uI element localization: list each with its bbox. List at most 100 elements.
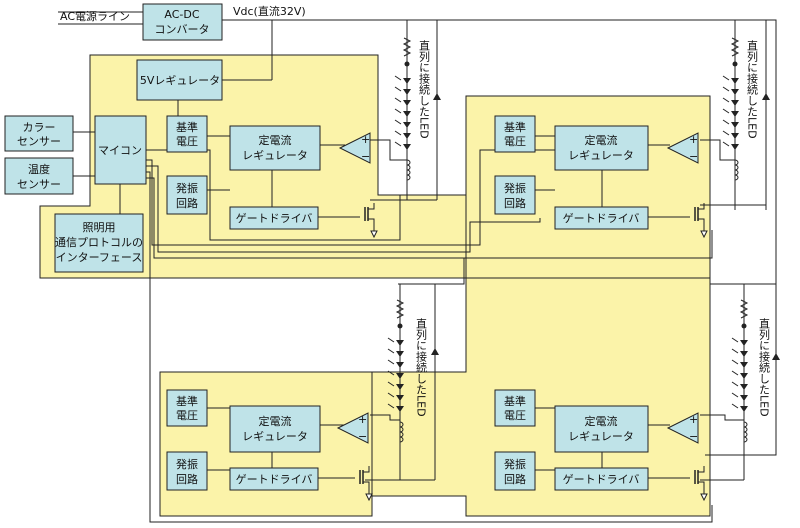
mosfet-icon bbox=[698, 218, 705, 231]
oscillator-label: 回路 bbox=[504, 197, 526, 210]
cc-regulator-block-1 bbox=[229, 125, 321, 171]
light-ray-icon bbox=[394, 97, 402, 103]
mosfet-icon bbox=[698, 481, 705, 494]
mcu-label: マイコン bbox=[98, 144, 142, 157]
led-icon bbox=[740, 373, 748, 379]
mosfet-icon bbox=[698, 203, 705, 210]
regulator-5v-label: 5Vレギュレータ bbox=[140, 74, 220, 87]
resistor-icon bbox=[739, 299, 749, 319]
led-icon bbox=[403, 78, 411, 84]
led-icon bbox=[740, 406, 748, 412]
light-ray-icon bbox=[722, 86, 730, 92]
cc-regulator-label: 定電流 bbox=[585, 414, 618, 428]
light-ray-icon bbox=[722, 97, 730, 103]
light-ray-icon bbox=[387, 403, 395, 409]
light-ray-icon bbox=[731, 381, 739, 387]
mosfet-icon bbox=[363, 466, 370, 473]
opamp-minus-3: − bbox=[358, 430, 367, 443]
light-ray-icon bbox=[731, 370, 739, 376]
oscillator-label: 発振 bbox=[176, 457, 198, 471]
opamp-1 bbox=[338, 132, 371, 164]
ref-voltage-label: 基準 bbox=[504, 120, 526, 134]
led-string-symbols bbox=[359, 37, 780, 502]
opamp-plus-1: + bbox=[361, 133, 370, 146]
resistor-icon bbox=[730, 37, 740, 57]
led-icon bbox=[740, 351, 748, 357]
light-ray-icon bbox=[722, 119, 730, 125]
ref-voltage-label: 電圧 bbox=[176, 135, 198, 148]
ac-dc-label-1: AC-DC bbox=[164, 8, 199, 21]
gate-driver-block-3 bbox=[229, 467, 319, 491]
led-icon bbox=[731, 100, 739, 106]
oscillator-block-3 bbox=[166, 451, 208, 491]
cc-regulator-label: 定電流 bbox=[259, 133, 292, 147]
ref-voltage-label: 基準 bbox=[504, 394, 526, 408]
light-ray-icon bbox=[731, 337, 739, 343]
temp-sensor-block bbox=[4, 157, 74, 195]
led-icon bbox=[396, 384, 404, 390]
led-icon bbox=[731, 144, 739, 150]
led-icon bbox=[396, 395, 404, 401]
light-ray-icon bbox=[387, 392, 395, 398]
light-ray-icon bbox=[387, 348, 395, 354]
led-series-label-3: 直列に接続したLED bbox=[415, 317, 428, 417]
opamp-plus-2: + bbox=[689, 133, 698, 146]
regulator-5v-block bbox=[136, 59, 223, 101]
temp-sensor-label-1: 温度 bbox=[28, 162, 50, 176]
light-ray-icon bbox=[731, 403, 739, 409]
light-ray-icon bbox=[387, 370, 395, 376]
opamp-minus-2: − bbox=[689, 150, 698, 163]
led-icon bbox=[403, 144, 411, 150]
interface-label-1: 照明用 bbox=[83, 221, 116, 234]
light-ray-icon bbox=[394, 108, 402, 114]
resistor-icon bbox=[395, 299, 405, 319]
vdc-label: Vdc(直流32V) bbox=[233, 4, 306, 18]
led-icon bbox=[740, 340, 748, 346]
led-icon bbox=[403, 122, 411, 128]
inductor-icon bbox=[399, 436, 404, 443]
opamp-plus-3: + bbox=[358, 413, 367, 426]
led-series-label-2: 直列に接続したLED bbox=[746, 39, 759, 139]
color-sensor-label-1: カラー bbox=[23, 121, 56, 134]
led-icon bbox=[403, 100, 411, 106]
led-icon bbox=[396, 362, 404, 368]
mosfet-icon bbox=[368, 203, 375, 210]
diode-icon bbox=[762, 93, 770, 100]
ground-icon bbox=[365, 493, 373, 502]
gate-driver-block-4 bbox=[554, 467, 649, 491]
gate-driver-label: ゲートドライバ bbox=[563, 473, 640, 486]
light-ray-icon bbox=[722, 141, 730, 147]
gate-driver-block-2 bbox=[554, 206, 649, 230]
light-ray-icon bbox=[394, 75, 402, 81]
ground-icon bbox=[370, 230, 378, 239]
light-ray-icon bbox=[394, 119, 402, 125]
node-dot-icon bbox=[397, 323, 403, 329]
color-sensor-block bbox=[4, 115, 74, 152]
cc-regulator-block-2 bbox=[554, 125, 649, 171]
ac-dc-converter-block bbox=[142, 3, 223, 41]
inductor-icon bbox=[743, 436, 748, 443]
led-icon bbox=[403, 133, 411, 139]
led-icon bbox=[731, 133, 739, 139]
led-icon bbox=[731, 78, 739, 84]
ref-voltage-block-2 bbox=[494, 115, 536, 153]
cc-regulator-block-4 bbox=[554, 405, 649, 453]
mosfet-icon bbox=[698, 466, 705, 473]
ref-voltage-label: 基準 bbox=[176, 394, 198, 408]
mosfet-icon bbox=[363, 481, 370, 494]
temp-sensor-label-2: センサー bbox=[17, 178, 61, 191]
led-icon bbox=[403, 89, 411, 95]
inductor-icon bbox=[406, 174, 411, 181]
led-icon bbox=[740, 384, 748, 390]
oscillator-block-4 bbox=[494, 451, 536, 491]
mosfet-icon bbox=[368, 218, 375, 231]
interface-block bbox=[54, 213, 144, 273]
mcu-block bbox=[94, 115, 147, 185]
light-ray-icon bbox=[731, 348, 739, 354]
cc-regulator-label: レギュレータ bbox=[568, 430, 634, 443]
oscillator-label: 発振 bbox=[176, 181, 198, 195]
ref-voltage-block-1 bbox=[166, 115, 208, 153]
node-dot-icon bbox=[732, 61, 738, 67]
gate-driver-label: ゲートドライバ bbox=[236, 212, 313, 225]
opamp-minus-4: − bbox=[689, 430, 698, 443]
